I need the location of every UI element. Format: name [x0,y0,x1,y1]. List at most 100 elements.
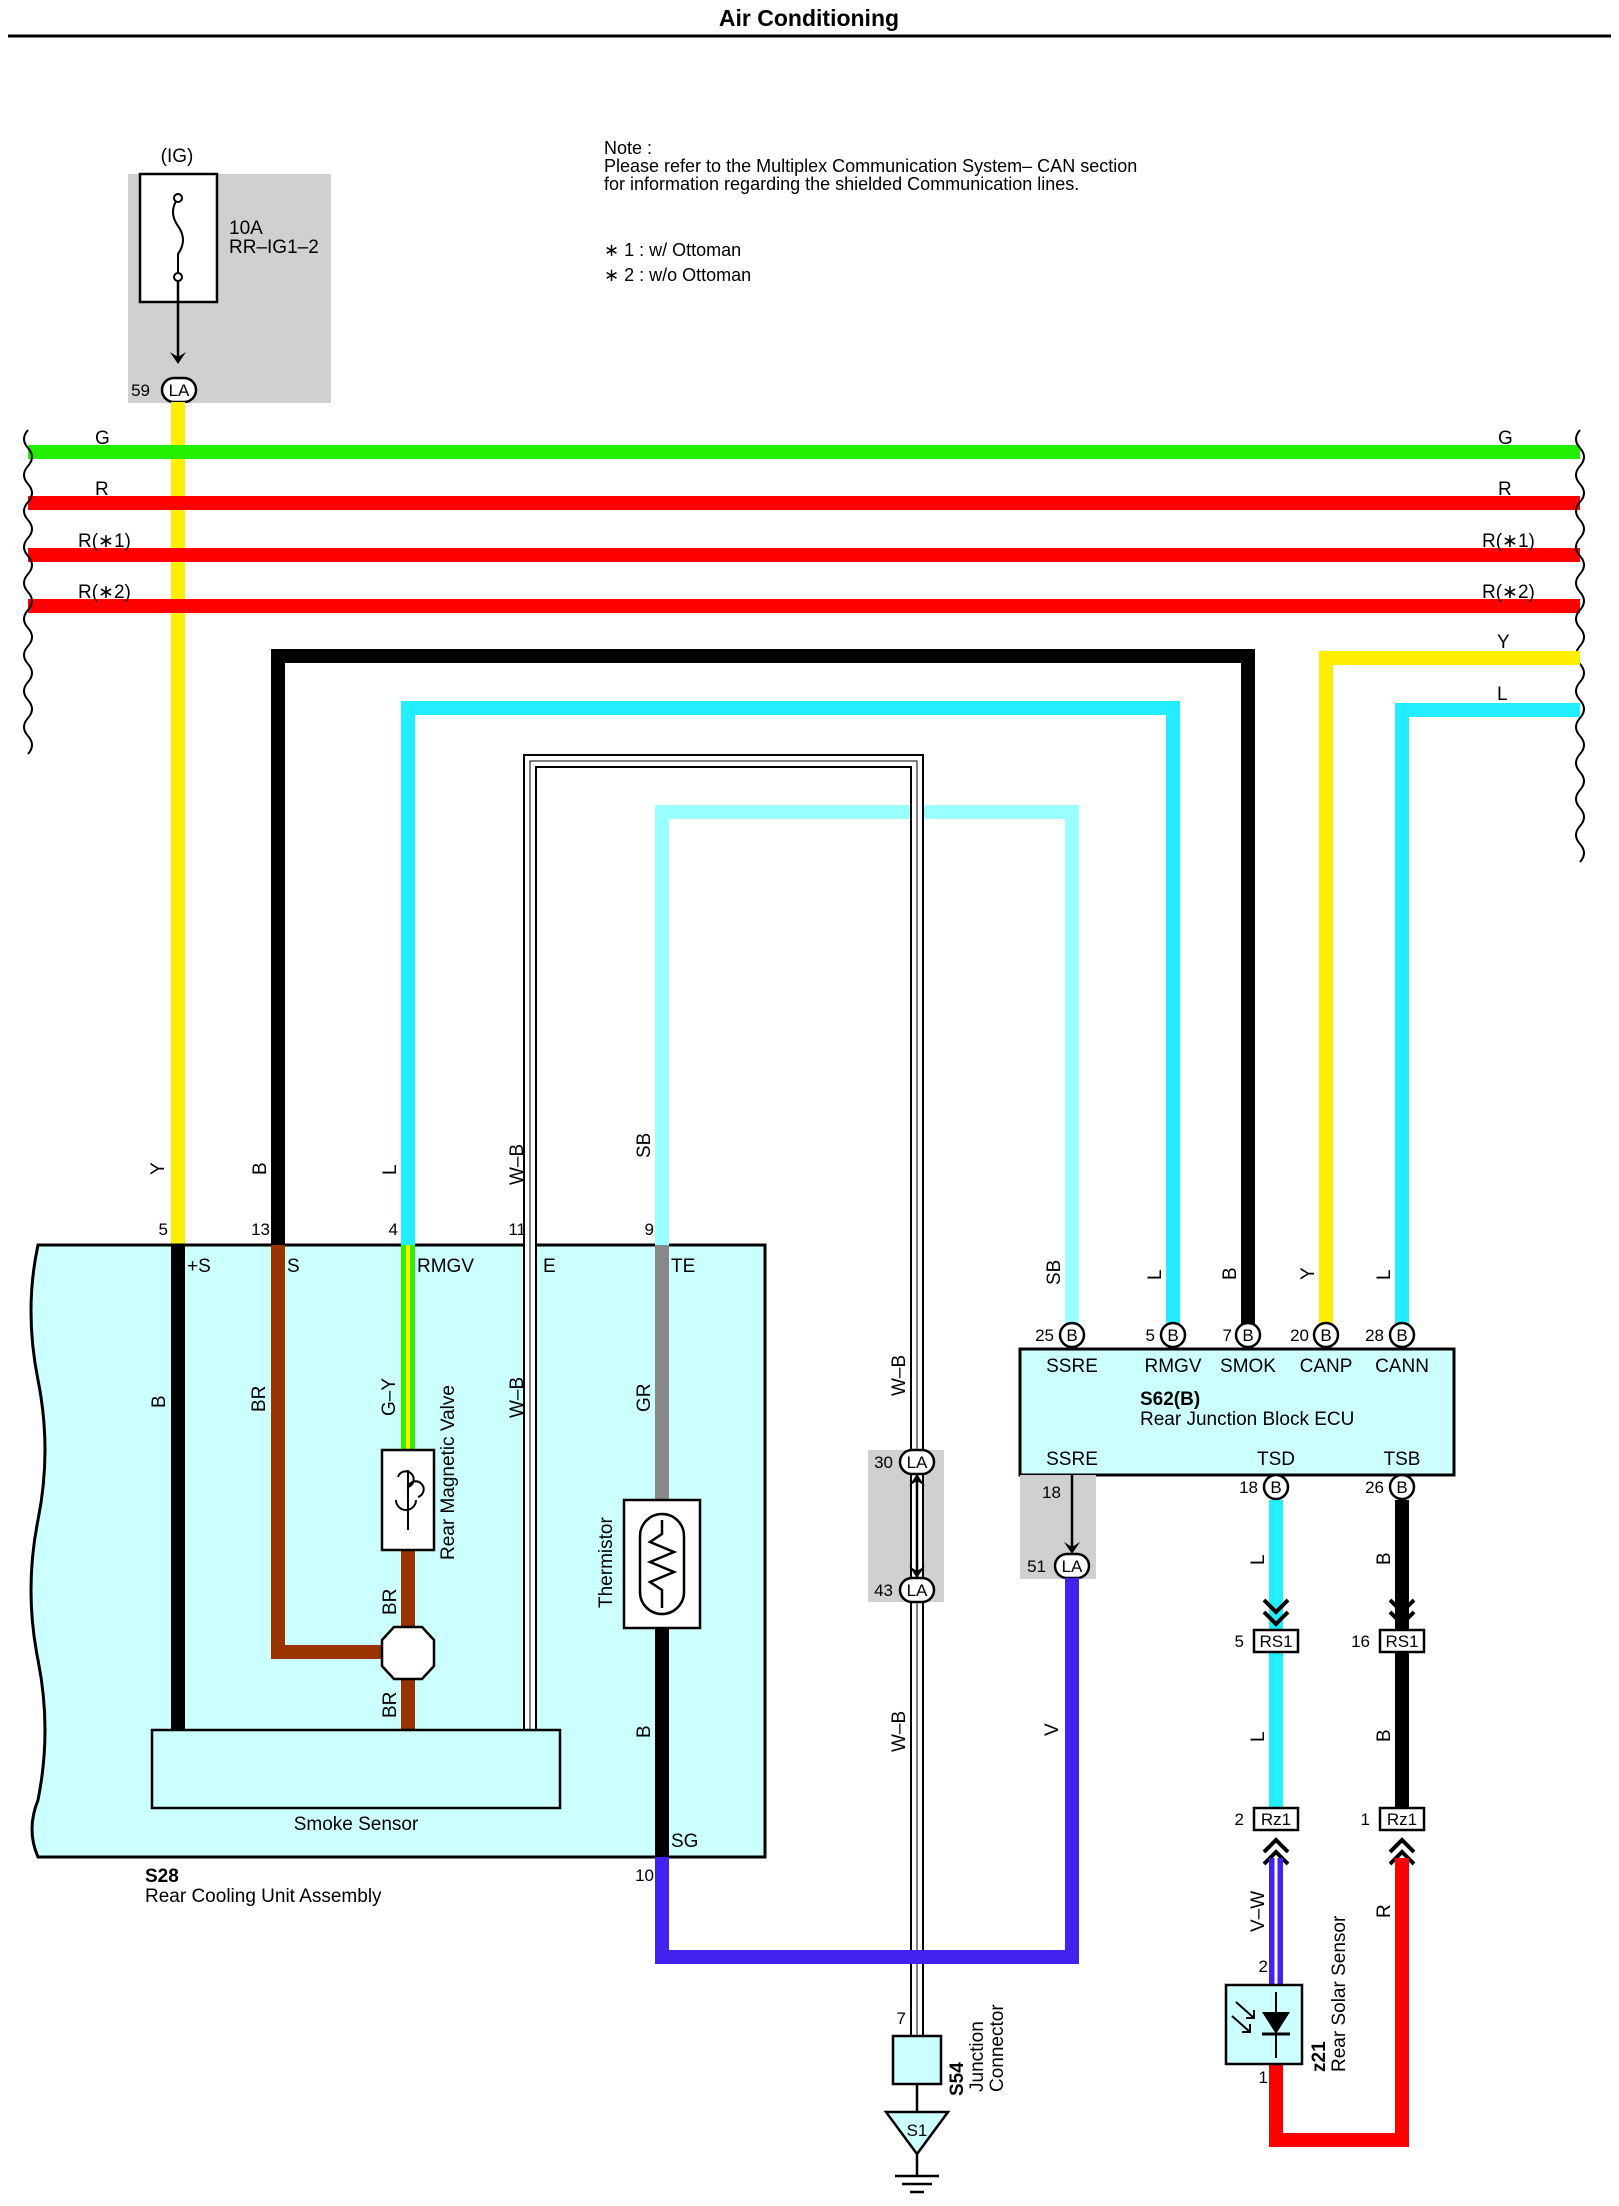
s54-name-1: Junction [967,2021,988,2092]
bus-label-r-right: R [1498,479,1512,500]
valve-junction [380,1625,436,1681]
rz1-pin-1: 1 [1361,1810,1370,1829]
right-feed-l-label: L [1497,684,1508,705]
rs1-pin-16: 16 [1351,1632,1370,1651]
la-51-connector: LA [1062,1557,1083,1576]
unit-pin-13: 13 [251,1220,270,1239]
ecu-term-ssre: SSRE [1046,1356,1098,1377]
rs1-label-1: RS1 [1259,1632,1292,1651]
ecu-name: Rear Junction Block ECU [1140,1409,1354,1430]
ecu-bottom-ssre: SSRE [1046,1449,1098,1470]
ecu-pin-5: 5 [1146,1326,1155,1345]
tsb-conn: B [1396,1478,1407,1497]
right-feed-y-label: Y [1497,632,1510,653]
ecu-conn-4: B [1320,1326,1331,1345]
wire-label-wb-upper: W–B [889,1355,910,1396]
rz1-label-2: Rz1 [1387,1810,1417,1829]
ecu-pin-20: 20 [1290,1326,1309,1345]
bus-lines: G R R(∗1) R(∗2) G R R(∗1) R(∗2) [23,428,1585,863]
ecu-conn-2: B [1167,1326,1178,1345]
inner-label-b2: B [634,1725,655,1738]
unit-pin-10: 10 [635,1866,654,1885]
bus-label-g-right: G [1498,428,1513,449]
note-line-2: for information regarding the shielded C… [604,174,1079,194]
unit-pin-5: 5 [159,1220,168,1239]
ecu-term-cann: CANN [1375,1356,1429,1377]
unit-pin-9: 9 [645,1220,654,1239]
term-te: TE [671,1256,695,1277]
inner-label-gy: G–Y [379,1378,400,1416]
tsb-pin-26: 26 [1365,1478,1384,1497]
rs1-pin-5: 5 [1235,1632,1244,1651]
rz1-label-1: Rz1 [1261,1810,1291,1829]
ecu-wire-y: Y [1298,1267,1319,1280]
inner-label-br: BR [249,1386,270,1412]
wire-label-sb: SB [634,1133,655,1158]
note-heading: Note : [604,138,652,158]
bus-break-left [23,429,33,755]
fuse-rr-ig1-2: (IG) 10A RR–IG1–2 LA 59 [128,146,331,404]
rear-solar-sensor: 2 1 z21 Rear Solar Sensor [1224,1915,1350,2087]
ecu-conn-5: B [1396,1326,1407,1345]
wire-r [1269,1858,1409,2147]
la-30-connector: LA [907,1453,928,1472]
page-title: Air Conditioning [719,5,899,31]
la-junction: LA 30 LA 43 [868,1448,944,1604]
bus-label-r1-right: R(∗1) [1482,531,1535,552]
wire-label-v: V [1042,1723,1063,1736]
inner-label-gr: GR [634,1384,655,1413]
ecu-wire-sb: SB [1044,1260,1065,1285]
la-pin-43: 43 [874,1581,893,1600]
ecu-term-rmgv: RMGV [1145,1356,1202,1377]
bus-label-g-left: G [95,428,110,449]
path-label-vw: V–W [1248,1891,1269,1932]
smoke-sensor: Smoke Sensor [150,1728,562,1835]
term-plus-s: +S [187,1256,211,1277]
note-block: Note : Please refer to the Multiplex Com… [604,138,1137,285]
ecu-wire-b: B [1220,1267,1241,1280]
wire-w-b-ground [523,754,924,2082]
thermistor-label: Thermistor [596,1517,617,1608]
s54-junction-connector: 7 S54 Junction Connector S1 [883,2004,1008,2194]
fuse-name: RR–IG1–2 [229,237,319,258]
inner-label-b: B [149,1395,170,1408]
ecu-term-smok: SMOK [1220,1356,1276,1377]
wire-b-smok [271,649,1255,1325]
note-line-1: Please refer to the Multiplex Communicat… [604,156,1137,176]
s54-code: S54 [947,2062,968,2096]
la-43-connector: LA [907,1581,928,1600]
wire-label-wb: W–B [507,1144,528,1185]
bus-label-r-left: R [95,479,109,500]
ecu-bottom-tsb: TSB [1384,1449,1421,1470]
wire-l-rmgv [401,701,1180,1325]
wire-v [655,1578,1079,1964]
wire-label-wb-lower: W–B [889,1711,910,1752]
rz1-connectors: Rz1 Rz1 2 1 [1235,1806,1426,1866]
ecu-pin-25: 25 [1035,1326,1054,1345]
unit-pin-11: 11 [508,1220,526,1239]
unit-code: S28 [145,1866,179,1887]
z21-pin-top: 2 [1259,1957,1268,1976]
wire-l-cann [1395,703,1580,1325]
bus-break-right [1575,429,1585,863]
rear-magnetic-valve: Rear Magnetic Valve [380,1385,459,1681]
s54-name-2: Connector [987,2004,1008,2092]
z21-pin-bottom: 1 [1259,2068,1268,2087]
path-label-b1: B [1374,1552,1395,1565]
inner-label-wb: W–B [507,1377,528,1418]
z21-code: z21 [1309,2041,1330,2072]
la-pin-30: 30 [874,1453,893,1472]
unit-pin-4: 4 [389,1220,398,1239]
s54-pin: 7 [897,2009,906,2028]
ecu-bottom-tsd: TSD [1257,1449,1295,1470]
fuse-connector: LA [169,381,190,400]
rs1-connectors: RS1 RS1 5 16 [1235,1598,1426,1654]
ecu-term-canp: CANP [1300,1356,1353,1377]
term-s: S [287,1256,300,1277]
ssre-la-connector: 18 LA 51 [1020,1475,1096,1580]
ecu-bottom-pin-18a: 18 [1042,1483,1061,1502]
wire-sb-ssre [655,805,1079,1325]
path-label-l2: L [1248,1731,1269,1742]
tsd-tsb-connectors: B B 18 26 [1239,1473,1416,1501]
